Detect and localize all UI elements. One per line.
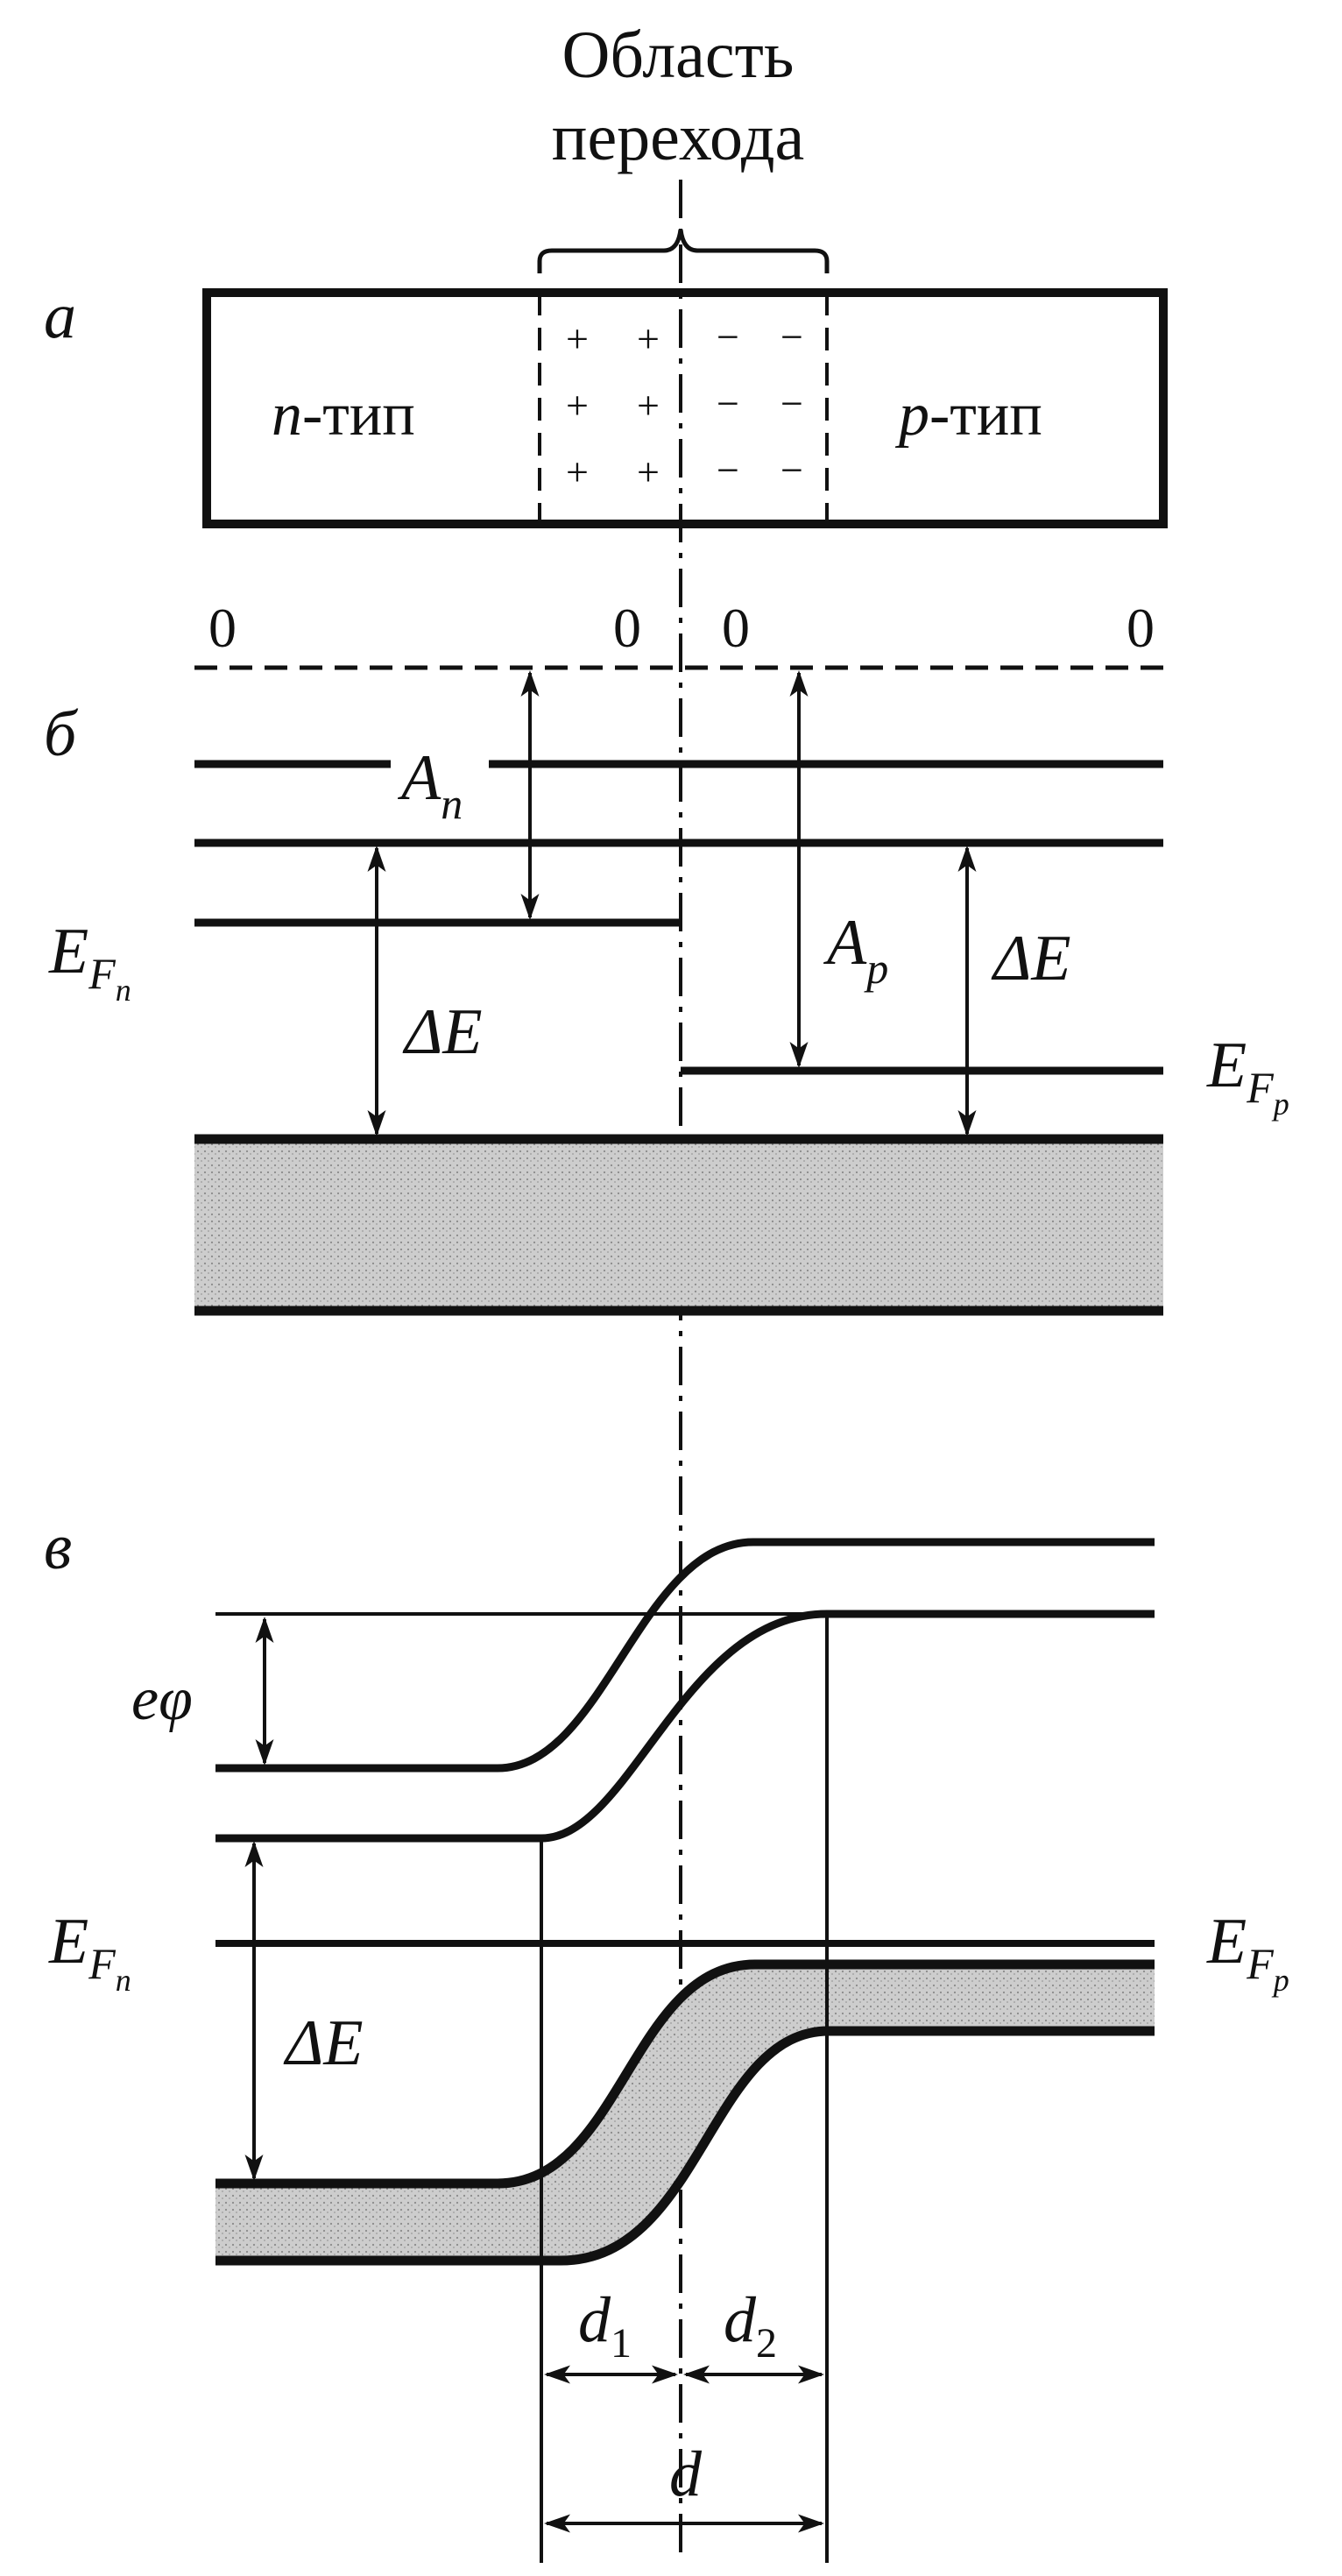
- transition-region-brace: [537, 229, 830, 273]
- semiconductor-bar: [202, 288, 1168, 528]
- plus-charge: +: [637, 449, 660, 494]
- minus-charge: −: [780, 381, 803, 426]
- title-line-1: Область: [562, 18, 795, 92]
- fermi-level-p-label-c: EFp: [1206, 1906, 1289, 1998]
- bent-valence-top: [215, 1959, 1155, 2189]
- potential-barrier-label: eφ: [131, 1666, 193, 1733]
- panel-label-b: б: [44, 698, 79, 770]
- d1-label: d1: [578, 2284, 632, 2367]
- valence-band-fill: [194, 1139, 1163, 1311]
- d-label: d: [669, 2438, 703, 2510]
- positive-charges: + + + + + +: [566, 316, 660, 494]
- work-function-p-label: Ap: [823, 907, 888, 993]
- plus-charge: +: [637, 383, 660, 428]
- bent-conduction-band: [215, 1610, 1155, 1843]
- zero-label: 0: [1127, 597, 1155, 659]
- vacuum-zero-labels: 0 0 0 0: [208, 597, 1155, 659]
- bent-valence-bottom: [215, 2026, 1155, 2266]
- p-type-label: p-тип: [894, 381, 1042, 449]
- band-gap-label-left: ΔE: [402, 996, 483, 1068]
- band-gap-label-c: ΔE: [283, 2007, 364, 2079]
- band-gap-label-right: ΔE: [991, 923, 1071, 994]
- panel-label-a: а: [44, 280, 76, 352]
- plus-charge: +: [566, 383, 589, 428]
- plus-charge: +: [566, 449, 589, 494]
- minus-charge: −: [717, 381, 739, 426]
- fermi-level-n-label: EFn: [48, 916, 131, 1008]
- title-line-2: перехода: [552, 101, 804, 174]
- minus-charge: −: [780, 315, 803, 359]
- minus-charge: −: [780, 448, 803, 492]
- fermi-level-p-label: EFp: [1206, 1030, 1289, 1122]
- zero-label: 0: [613, 597, 641, 659]
- n-type-label: n-тип: [272, 381, 415, 449]
- work-function-n-label: An: [397, 742, 463, 828]
- zero-label: 0: [208, 597, 237, 659]
- plus-charge: +: [566, 316, 589, 361]
- fermi-level-n-label-c: EFn: [48, 1906, 131, 1998]
- minus-charge: −: [717, 315, 739, 359]
- plus-charge: +: [637, 316, 660, 361]
- minus-charge: −: [717, 448, 739, 492]
- panel-label-c: в: [44, 1511, 72, 1583]
- d2-label: d2: [724, 2284, 777, 2367]
- zero-label: 0: [722, 597, 750, 659]
- negative-charges: − − − − − −: [717, 315, 803, 492]
- bent-vacuum-level: [215, 1538, 1155, 1773]
